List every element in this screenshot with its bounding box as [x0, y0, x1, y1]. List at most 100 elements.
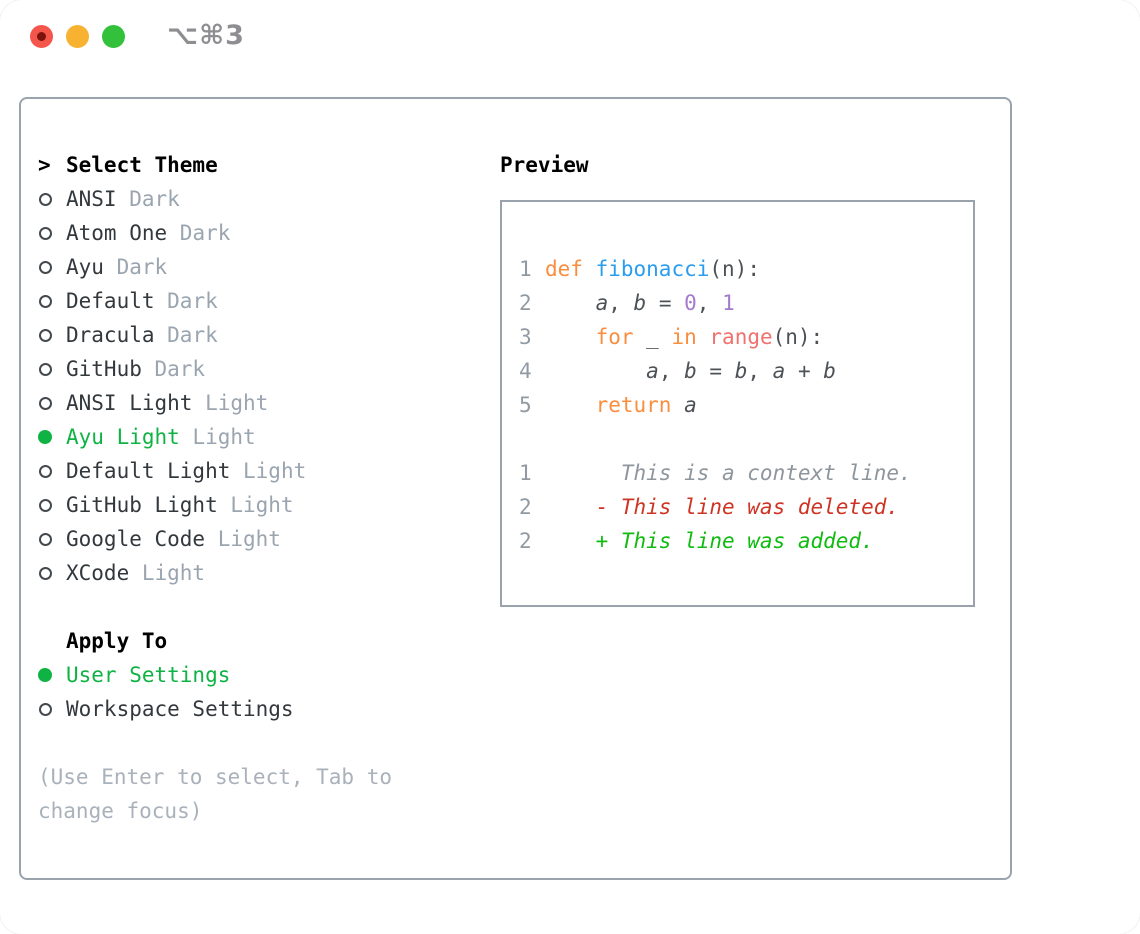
code-token-variable: b: [633, 291, 647, 315]
code-token-variable: b: [734, 359, 748, 383]
theme-variant: Light: [205, 527, 281, 551]
code-token-call: range: [709, 325, 773, 349]
apply-option-label: User Settings: [66, 663, 231, 687]
theme-item[interactable]: Ayu Dark: [38, 250, 496, 284]
code-token-plain: (n):: [772, 325, 824, 349]
radio-icon-cell: [38, 362, 66, 376]
preview-column: Preview 1 def fibonacci(n): 2 a, b = 0, …: [500, 148, 995, 607]
prompt-icon: >: [38, 153, 51, 177]
apply-option-label: Workspace Settings: [66, 697, 294, 721]
theme-variant: Light: [129, 561, 206, 585]
theme-name: Default: [66, 289, 155, 313]
close-button-icon[interactable]: [30, 25, 53, 48]
code-preview: 1 def fibonacci(n): 2 a, b = 0, 1 3 for …: [519, 252, 956, 422]
code-line: 3 for _ in range(n):: [519, 320, 956, 354]
diff-preview: 1 This is a context line. 2 - This line …: [519, 456, 956, 558]
theme-name: Default Light: [66, 459, 231, 483]
diff-text-deleted: - This line was deleted.: [545, 495, 900, 519]
radio-icon-cell: [38, 566, 66, 580]
radio-icon-cell: [38, 702, 66, 716]
theme-variant: Dark: [154, 323, 218, 347]
line-number: 5: [519, 393, 532, 417]
code-line: 2 a, b = 0, 1: [519, 286, 956, 320]
line-number: 2: [519, 495, 532, 519]
code-token-function: fibonacci: [595, 257, 710, 281]
radio-icon: [39, 260, 52, 274]
code-token-plain: ,: [658, 359, 685, 383]
select-theme-title: Select Theme: [66, 153, 218, 177]
theme-item[interactable]: Atom One Dark: [38, 216, 496, 250]
code-token-keyword: for: [595, 325, 634, 349]
theme-name: ANSI Light: [66, 391, 193, 415]
radio-selected-icon: [38, 430, 52, 444]
line-number: 1: [519, 461, 532, 485]
theme-item[interactable]: Google Code Light: [38, 522, 496, 556]
line-number: 1: [519, 257, 532, 281]
spacer: [38, 726, 496, 760]
preview-box: 1 def fibonacci(n): 2 a, b = 0, 1 3 for …: [500, 200, 975, 607]
theme-item[interactable]: ANSI Light Light: [38, 386, 496, 420]
line-number: 4: [519, 359, 532, 383]
apply-option[interactable]: Workspace Settings: [38, 692, 496, 726]
radio-icon-cell: [38, 294, 66, 308]
code-token-plain: =: [696, 359, 735, 383]
diff-text-context: This is a context line.: [545, 461, 912, 485]
window-title: ⌥⌘3: [167, 20, 245, 51]
blank-code-line: [519, 422, 956, 456]
theme-variant: Dark: [154, 289, 218, 313]
theme-item[interactable]: Ayu Light Light: [38, 420, 496, 454]
theme-item[interactable]: Dracula Dark: [38, 318, 496, 352]
code-token-number: 0: [684, 291, 697, 315]
hint-line-2: change focus): [38, 799, 203, 823]
radio-icon: [39, 566, 52, 580]
apply-to-title: Apply To: [66, 629, 168, 653]
theme-list: ANSI Dark Atom One Dark Ayu Dark Default…: [38, 182, 496, 590]
code-token-plain: +: [785, 359, 824, 383]
radio-icon-cell: [38, 328, 66, 342]
theme-item[interactable]: GitHub Light Light: [38, 488, 496, 522]
code-token-plain: [545, 359, 646, 383]
code-token-plain: [545, 291, 596, 315]
radio-icon-cell: [38, 192, 66, 206]
spacer: [38, 590, 496, 624]
code-token-variable: b: [684, 359, 697, 383]
theme-name: Google Code: [66, 527, 206, 551]
code-text: def fibonacci(n):: [545, 257, 760, 281]
radio-icon-cell: [38, 396, 66, 410]
theme-variant: Dark: [167, 221, 231, 245]
line-number: 3: [519, 325, 532, 349]
code-token-plain: ,: [747, 359, 773, 383]
theme-variant: Dark: [103, 255, 168, 279]
zoom-button-icon[interactable]: [102, 25, 125, 48]
radio-icon: [39, 362, 52, 376]
apply-option[interactable]: User Settings: [38, 658, 496, 692]
theme-name: Ayu Light: [66, 425, 180, 449]
code-token-plain: ,: [608, 291, 634, 315]
code-token-number: 1: [722, 291, 735, 315]
minimize-button-icon[interactable]: [66, 25, 89, 48]
theme-variant: Light: [192, 391, 269, 415]
code-text: a, b = 0, 1: [545, 291, 735, 315]
code-text: a, b = b, a + b: [545, 359, 836, 383]
theme-item[interactable]: XCode Light: [38, 556, 496, 590]
radio-icon: [39, 226, 52, 240]
theme-item[interactable]: GitHub Dark: [38, 352, 496, 386]
theme-item[interactable]: ANSI Dark: [38, 182, 496, 216]
radio-icon: [39, 464, 52, 478]
code-token-variable: a: [595, 291, 609, 315]
code-token-plain: [545, 325, 596, 349]
radio-icon-cell: [38, 668, 66, 682]
code-token-plain: [697, 325, 710, 349]
radio-icon: [39, 396, 52, 410]
code-token-keyword: in: [671, 325, 697, 349]
preview-title: Preview: [500, 153, 589, 177]
code-token-variable: b: [823, 359, 836, 383]
radio-icon: [39, 498, 52, 512]
theme-item[interactable]: Default Light Light: [38, 454, 496, 488]
radio-icon: [39, 328, 52, 342]
theme-item[interactable]: Default Dark: [38, 284, 496, 318]
radio-selected-icon: [38, 668, 52, 682]
titlebar: [30, 25, 125, 48]
theme-name: Dracula: [66, 323, 155, 347]
